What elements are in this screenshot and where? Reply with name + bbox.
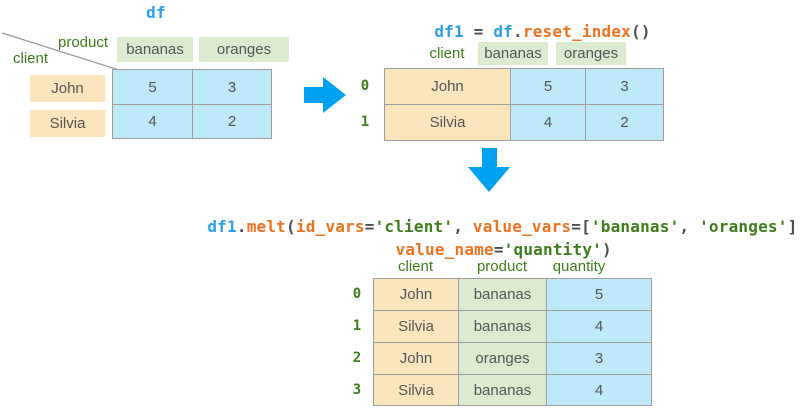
melt-cell: bananas — [459, 279, 547, 311]
df-col-header-oranges: oranges — [199, 37, 289, 62]
df1-cell: Silvia — [385, 105, 511, 140]
melt-code-line1: df1.melt(id_vars='client', value_vars=['… — [168, 198, 800, 255]
code-seg: 'bananas' — [590, 217, 680, 236]
code-seg: id_vars — [295, 217, 365, 236]
code-seg: 'client' — [374, 217, 454, 236]
df1-cell: 2 — [586, 105, 663, 140]
code-seg: value_vars — [472, 217, 572, 236]
code-seg: melt — [246, 217, 287, 236]
code-seg: ) — [602, 240, 612, 259]
melt-cell: bananas — [459, 375, 547, 405]
melt-index-0: 0 — [352, 286, 362, 302]
melt-index-1: 1 — [352, 318, 362, 334]
code-seg: ( — [286, 217, 296, 236]
code-seg: df1 — [207, 217, 237, 236]
df1-title-seg: reset_index — [522, 22, 632, 41]
df1-title: df1 = df.reset_index() — [395, 3, 650, 60]
code-seg: value_name — [395, 240, 494, 259]
code-seg: 'quantity' — [503, 240, 602, 259]
code-seg: , — [453, 217, 473, 236]
df1-title-seg: = — [463, 22, 494, 41]
melt-col-header-client: client — [397, 258, 434, 275]
melt-cell: 4 — [547, 375, 651, 405]
df-row-label-john: John — [30, 75, 105, 102]
code-seg: , — [679, 217, 700, 236]
df-corner-label-client: client — [13, 50, 49, 67]
df-corner-label-product: product — [58, 34, 109, 51]
melt-cell: 3 — [547, 343, 651, 375]
df1-title-seg: df1 — [434, 22, 464, 41]
melt-cell: Silvia — [374, 375, 459, 405]
melt-data-grid: John bananas 5 Silvia bananas 4 John ora… — [373, 278, 652, 406]
df1-cell: 5 — [511, 69, 586, 105]
code-seg: . — [236, 217, 247, 236]
df-cell: 3 — [193, 70, 271, 105]
df1-col-header-oranges: oranges — [556, 42, 626, 65]
df-col-header-bananas: bananas — [117, 37, 193, 62]
melt-index-2: 2 — [352, 350, 362, 366]
melt-col-header-quantity: quantity — [552, 258, 606, 275]
melt-cell: oranges — [459, 343, 547, 375]
melt-col-header-product: product — [476, 258, 528, 275]
code-seg: = — [364, 217, 375, 236]
arrow-right-icon — [304, 77, 346, 113]
df-cell: 5 — [113, 70, 193, 105]
df-title: df — [146, 3, 166, 22]
df-cell: 4 — [113, 105, 193, 138]
code-seg: =[ — [571, 217, 591, 236]
df1-data-grid: John 5 3 Silvia 4 2 — [384, 68, 664, 141]
df-cell: 2 — [193, 105, 271, 138]
melt-cell: Silvia — [374, 311, 459, 343]
df1-index-0: 0 — [360, 78, 370, 94]
melt-code-line2: value_name='quantity') — [168, 221, 800, 278]
df1-cell: 4 — [511, 105, 586, 140]
code-seg: ], — [787, 217, 800, 236]
df1-title-seg: df — [493, 22, 514, 41]
diagonal-divider-line — [2, 32, 120, 71]
df-row-label-silvia: Silvia — [30, 110, 105, 137]
df1-col-header-client: client — [429, 45, 465, 62]
melt-cell: 5 — [547, 279, 651, 311]
code-seg: 'oranges' — [699, 217, 788, 236]
df1-cell: John — [385, 69, 511, 105]
df1-col-header-bananas: bananas — [478, 42, 548, 65]
df1-title-seg: . — [513, 22, 523, 41]
code-seg: = — [493, 240, 504, 259]
melt-index-3: 3 — [352, 381, 362, 398]
melt-cell: John — [374, 343, 459, 375]
df-data-grid: 5 3 4 2 — [112, 69, 272, 139]
df1-title-seg: () — [631, 22, 651, 41]
df1-cell: 3 — [586, 69, 663, 105]
df1-index-1: 1 — [360, 114, 370, 130]
arrow-down-icon — [468, 148, 510, 192]
melt-cell: John — [374, 279, 459, 311]
melt-cell: bananas — [459, 311, 547, 343]
melt-cell: 4 — [547, 311, 651, 343]
